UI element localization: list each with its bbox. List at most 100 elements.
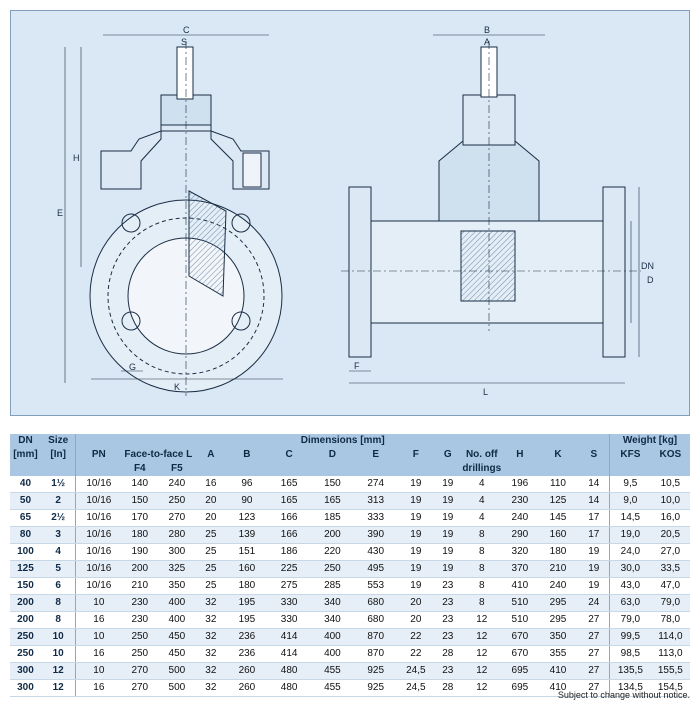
dim-label-c: C bbox=[183, 25, 190, 35]
table-cell: 8 bbox=[461, 577, 503, 595]
table-cell: 9,0 bbox=[609, 492, 651, 510]
table-cell: 333 bbox=[354, 509, 398, 527]
table-cell: 670 bbox=[502, 645, 538, 663]
table-cell: 12 bbox=[40, 662, 77, 680]
table-cell: 10/16 bbox=[75, 577, 122, 595]
table-cell: 313 bbox=[354, 492, 398, 510]
table-cell: 19 bbox=[578, 543, 611, 561]
table-cell: 330 bbox=[267, 594, 311, 612]
dim-label-e: E bbox=[57, 208, 63, 218]
table-cell: 20 bbox=[195, 509, 227, 527]
table-cell: 24,0 bbox=[609, 543, 651, 561]
table-cell: 300 bbox=[10, 662, 41, 680]
table-cell: 145 bbox=[537, 509, 579, 527]
left-valve-view bbox=[64, 34, 283, 396]
table-cell: 670 bbox=[502, 628, 538, 646]
table-cell: 8 bbox=[40, 611, 77, 629]
table-cell: 5 bbox=[40, 560, 77, 578]
header-b: B bbox=[226, 448, 268, 462]
table-cell: 10 bbox=[75, 662, 122, 680]
table-cell: 10 bbox=[75, 594, 122, 612]
table-cell: 20,5 bbox=[650, 526, 690, 544]
table-cell: 19 bbox=[434, 560, 462, 578]
bonnet bbox=[462, 94, 516, 146]
table-cell: 410 bbox=[502, 577, 538, 595]
header-g: G bbox=[434, 448, 462, 462]
table-cell: 114,0 bbox=[650, 628, 690, 646]
table-cell: 23 bbox=[434, 577, 462, 595]
table-cell: 330 bbox=[267, 611, 311, 629]
table-cell: 28 bbox=[434, 679, 462, 697]
table-cell: 125 bbox=[10, 560, 41, 578]
table-cell: 410 bbox=[537, 662, 579, 680]
dim-label-d: D bbox=[647, 275, 654, 285]
table-cell: 495 bbox=[354, 560, 398, 578]
table-cell: 165 bbox=[267, 492, 311, 510]
table-cell: 510 bbox=[502, 611, 538, 629]
header-f5: F5 bbox=[158, 462, 196, 476]
table-cell: 10 bbox=[40, 645, 77, 663]
table-cell: 100 bbox=[10, 543, 41, 561]
table-cell: 414 bbox=[267, 645, 311, 663]
table-cell: 400 bbox=[158, 594, 196, 612]
table-cell: 10/16 bbox=[75, 509, 122, 527]
table-cell: 19 bbox=[397, 577, 435, 595]
table-cell: 400 bbox=[158, 611, 196, 629]
table-cell: 480 bbox=[267, 679, 311, 697]
table-cell: 43,0 bbox=[609, 577, 651, 595]
header-f: F bbox=[397, 448, 435, 462]
table-cell: 186 bbox=[267, 543, 311, 561]
table-cell: 925 bbox=[354, 679, 398, 697]
table-cell: 22 bbox=[397, 628, 435, 646]
table-cell: 430 bbox=[354, 543, 398, 561]
dim-label-f: F bbox=[354, 361, 360, 371]
table-cell: 79,0 bbox=[609, 611, 651, 629]
table-cell: 23 bbox=[434, 594, 462, 612]
table-cell: 10 bbox=[40, 628, 77, 646]
table-cell: 4 bbox=[461, 476, 503, 493]
table-cell: 12 bbox=[461, 645, 503, 663]
table-cell: 160 bbox=[537, 526, 579, 544]
table-cell: 24,5 bbox=[397, 662, 435, 680]
table-cell: 20 bbox=[397, 594, 435, 612]
header-e: E bbox=[354, 448, 398, 462]
table-cell: 250 bbox=[310, 560, 355, 578]
dim-label-a: A bbox=[484, 37, 490, 47]
table-cell: 139 bbox=[226, 526, 268, 544]
table-cell: 410 bbox=[537, 679, 579, 697]
table-cell: 23 bbox=[434, 611, 462, 629]
table-cell: 166 bbox=[267, 509, 311, 527]
table-cell: 870 bbox=[354, 628, 398, 646]
table-cell: 16 bbox=[75, 645, 122, 663]
table-cell: 19 bbox=[434, 526, 462, 544]
table-header: DN Size Dimensions [mm] Weight [kg] [mm]… bbox=[10, 434, 690, 476]
header-kfs: KFS bbox=[609, 448, 651, 462]
dim-label-l: L bbox=[483, 387, 488, 397]
table-cell: 23 bbox=[434, 662, 462, 680]
table-cell: 10 bbox=[75, 628, 122, 646]
table-cell: 220 bbox=[310, 543, 355, 561]
header-d: D bbox=[310, 448, 355, 462]
table-cell: 165 bbox=[267, 476, 311, 493]
right-valve-view bbox=[341, 34, 641, 384]
table-cell: 19 bbox=[397, 560, 435, 578]
dim-label-b: B bbox=[484, 25, 490, 35]
wedge-section bbox=[188, 190, 227, 297]
table-cell: 90 bbox=[226, 492, 268, 510]
table-cell: 16 bbox=[75, 679, 122, 697]
table-cell: 166 bbox=[267, 526, 311, 544]
table-cell: 195 bbox=[226, 611, 268, 629]
table-cell: 240 bbox=[502, 509, 538, 527]
gland-bolt bbox=[242, 152, 262, 188]
table-cell: 10,5 bbox=[650, 476, 690, 493]
bolt-hole bbox=[231, 213, 251, 233]
table-cell: 414 bbox=[267, 628, 311, 646]
table-cell: 225 bbox=[267, 560, 311, 578]
